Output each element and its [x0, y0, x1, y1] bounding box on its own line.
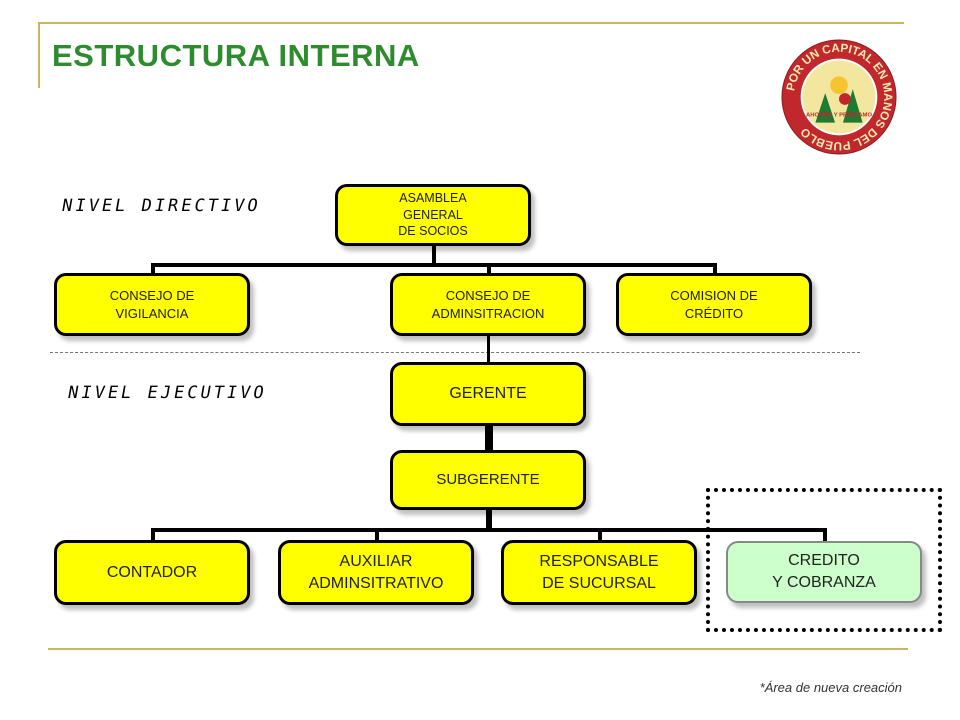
- node-comision-credito: COMISION DE CRÉDITO: [616, 273, 812, 336]
- node-auxiliar-administrativo: AUXILIAR ADMINSITRATIVO: [278, 540, 474, 605]
- connector-to-vigilancia: [151, 263, 155, 275]
- node-subgerente: SUBGERENTE: [390, 450, 586, 510]
- connector-to-comision: [713, 263, 717, 275]
- connector-to-auxiliar: [375, 528, 379, 544]
- top-rule: [38, 22, 904, 24]
- footnote: *Área de nueva creación: [759, 680, 902, 695]
- connector-to-cobranza: [823, 528, 827, 544]
- node-credito-cobranza: CREDITO Y COBRANZA: [726, 541, 922, 603]
- logo: POR UN CAPITAL EN MANOS DEL PUEBLO AHORR…: [781, 39, 897, 155]
- node-contador: CONTADOR: [54, 540, 250, 605]
- level-separator: [50, 352, 860, 353]
- connector-top-bar: [151, 263, 717, 267]
- node-responsable-sucursal: RESPONSABLE DE SUCURSAL: [501, 540, 697, 605]
- connector-to-responsable: [598, 528, 602, 544]
- node-consejo-administracion: CONSEJO DE ADMINSITRACION: [390, 273, 586, 336]
- node-asamblea-general: ASAMBLEA GENERAL DE SOCIOS: [335, 184, 531, 246]
- connector-to-administracion: [487, 263, 491, 275]
- connector-asamblea-down: [432, 244, 436, 266]
- left-accent-rule: [38, 22, 40, 88]
- node-gerente: GERENTE: [390, 362, 586, 426]
- connector-to-contador: [151, 528, 155, 544]
- level-directivo-label: NIVEL DIRECTIVO: [60, 196, 263, 216]
- connector-gerente-subgerente: [485, 424, 493, 452]
- new-area-highlight: [706, 488, 942, 632]
- bottom-rule: [48, 648, 908, 650]
- connector-bottom-bar: [151, 528, 827, 532]
- page-title: ESTRUCTURA INTERNA: [52, 38, 420, 73]
- node-consejo-vigilancia: CONSEJO DE VIGILANCIA: [54, 273, 250, 336]
- logo-inner-text: AHORRO Y PRÉSTAMO: [806, 111, 873, 119]
- connector-admin-gerente: [487, 334, 490, 364]
- connector-subgerente-down: [486, 508, 492, 532]
- level-ejecutivo-label: NIVEL EJECUTIVO: [66, 383, 269, 403]
